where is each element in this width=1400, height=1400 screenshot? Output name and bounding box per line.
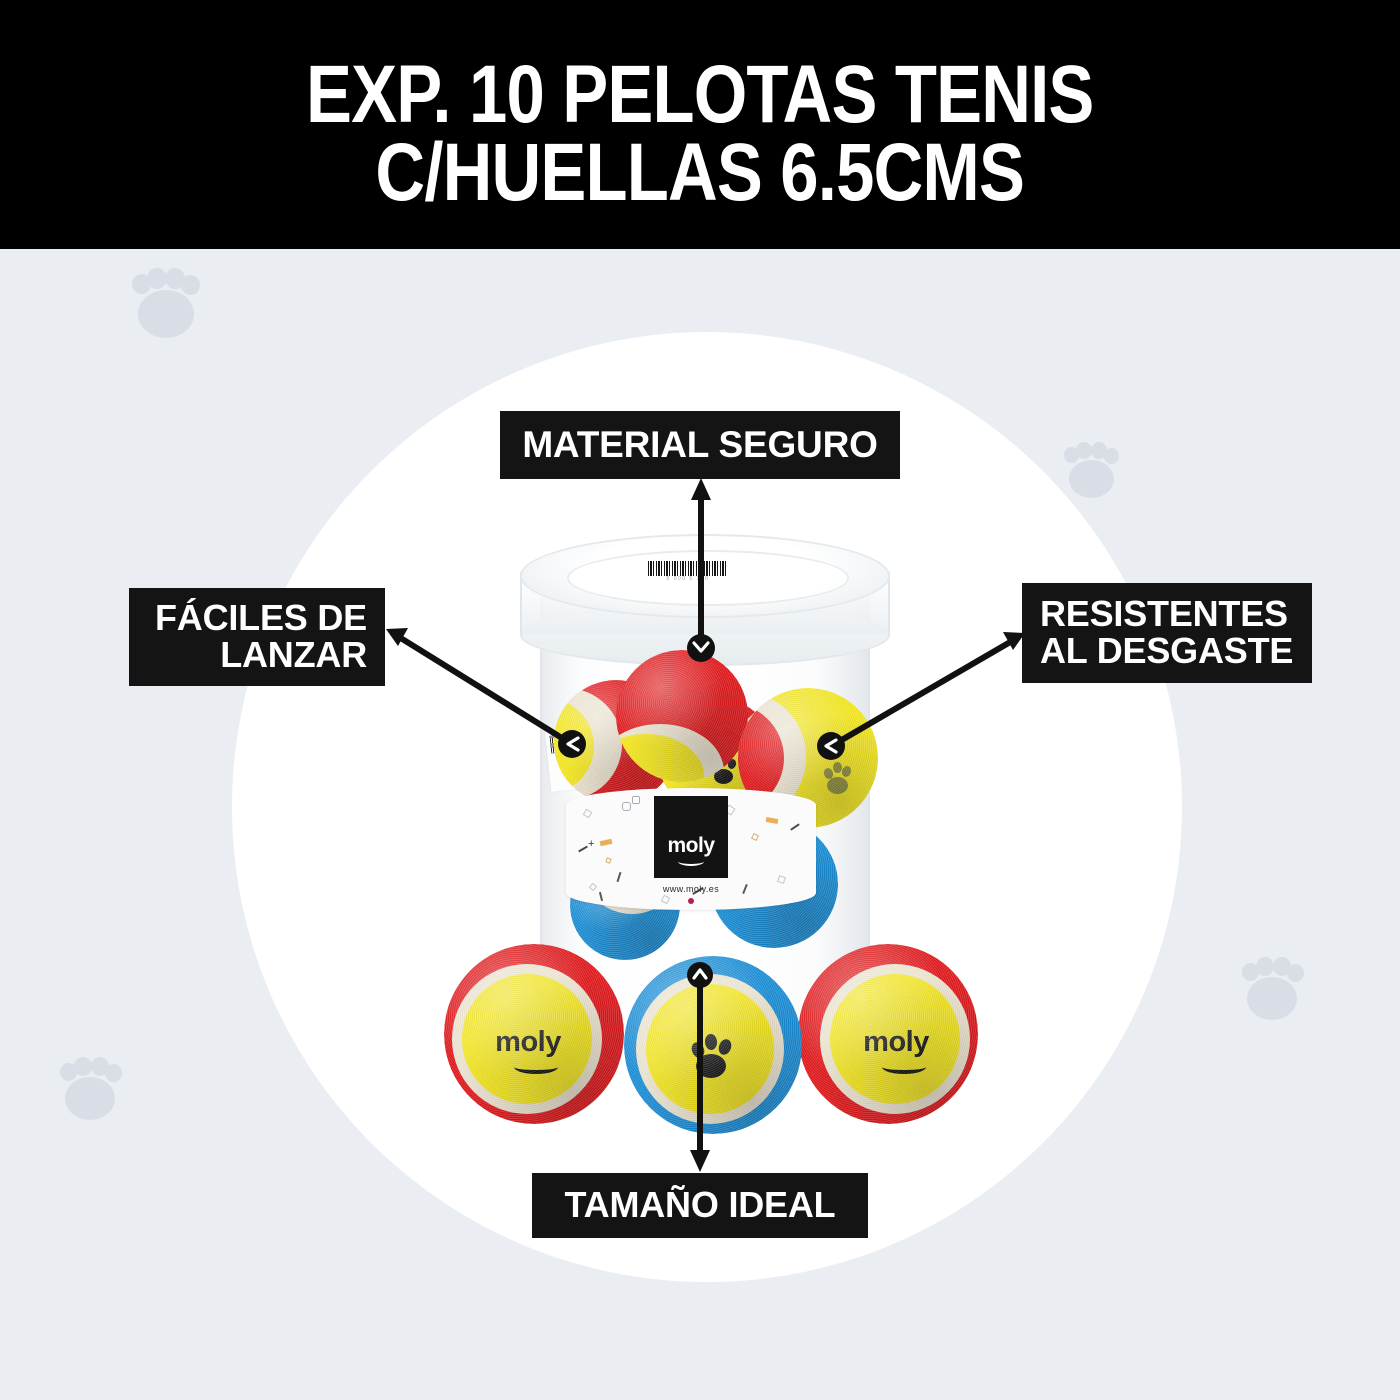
page-title: EXP. 10 PELOTAS TENIS C/HUELLAS 6.5CMS	[306, 48, 1094, 218]
header-banner: EXP. 10 PELOTAS TENIS C/HUELLAS 6.5CMS	[0, 0, 1400, 249]
moly-logo-text: moly	[478, 1028, 578, 1057]
callout-material-seguro: MATERIAL SEGURO	[500, 411, 900, 479]
callout-label: FÁCILES DE LANZAR	[154, 597, 367, 675]
barcode-bars-icon	[648, 560, 728, 576]
paw-print-icon	[50, 1055, 130, 1140]
callout-faciles-de-lanzar: FÁCILES DE LANZAR	[129, 588, 385, 686]
paw-print-icon	[1232, 955, 1312, 1040]
paw-print-icon	[1055, 440, 1127, 516]
smile-icon	[678, 857, 704, 866]
barcode-digits: 5 000 5 300	[666, 575, 710, 582]
product-wrap-label: + + moly www.moly.es	[566, 788, 816, 910]
callout-resistentes-al-desgaste: RESISTENTES AL DESGASTE	[1022, 583, 1312, 683]
ball-front-right: moly	[798, 944, 978, 1124]
barcode-sticker: 5 000 5 300	[642, 558, 734, 584]
ball-jar-top	[616, 650, 748, 782]
brand-logo-box: moly	[654, 796, 728, 878]
ball-front-left: moly	[444, 944, 624, 1124]
callout-label: MATERIAL SEGURO	[522, 424, 878, 466]
callout-label: RESISTENTES AL DESGASTE	[1040, 593, 1294, 671]
moly-logo-text: moly	[846, 1028, 946, 1057]
smile-icon	[514, 1060, 558, 1074]
brand-url: www.moly.es	[662, 884, 720, 894]
brand-name: moly	[667, 834, 715, 857]
paw-print-icon	[120, 265, 210, 360]
callout-tamano-ideal: TAMAÑO IDEAL	[532, 1173, 868, 1238]
ball-front-center	[624, 956, 802, 1134]
callout-label: TAMAÑO IDEAL	[564, 1184, 836, 1226]
product-image: 5 000 5 300 + + mol	[420, 520, 980, 1160]
label-dot-decoration	[688, 898, 694, 904]
smile-icon	[882, 1060, 926, 1074]
paw-print-icon	[822, 762, 856, 796]
